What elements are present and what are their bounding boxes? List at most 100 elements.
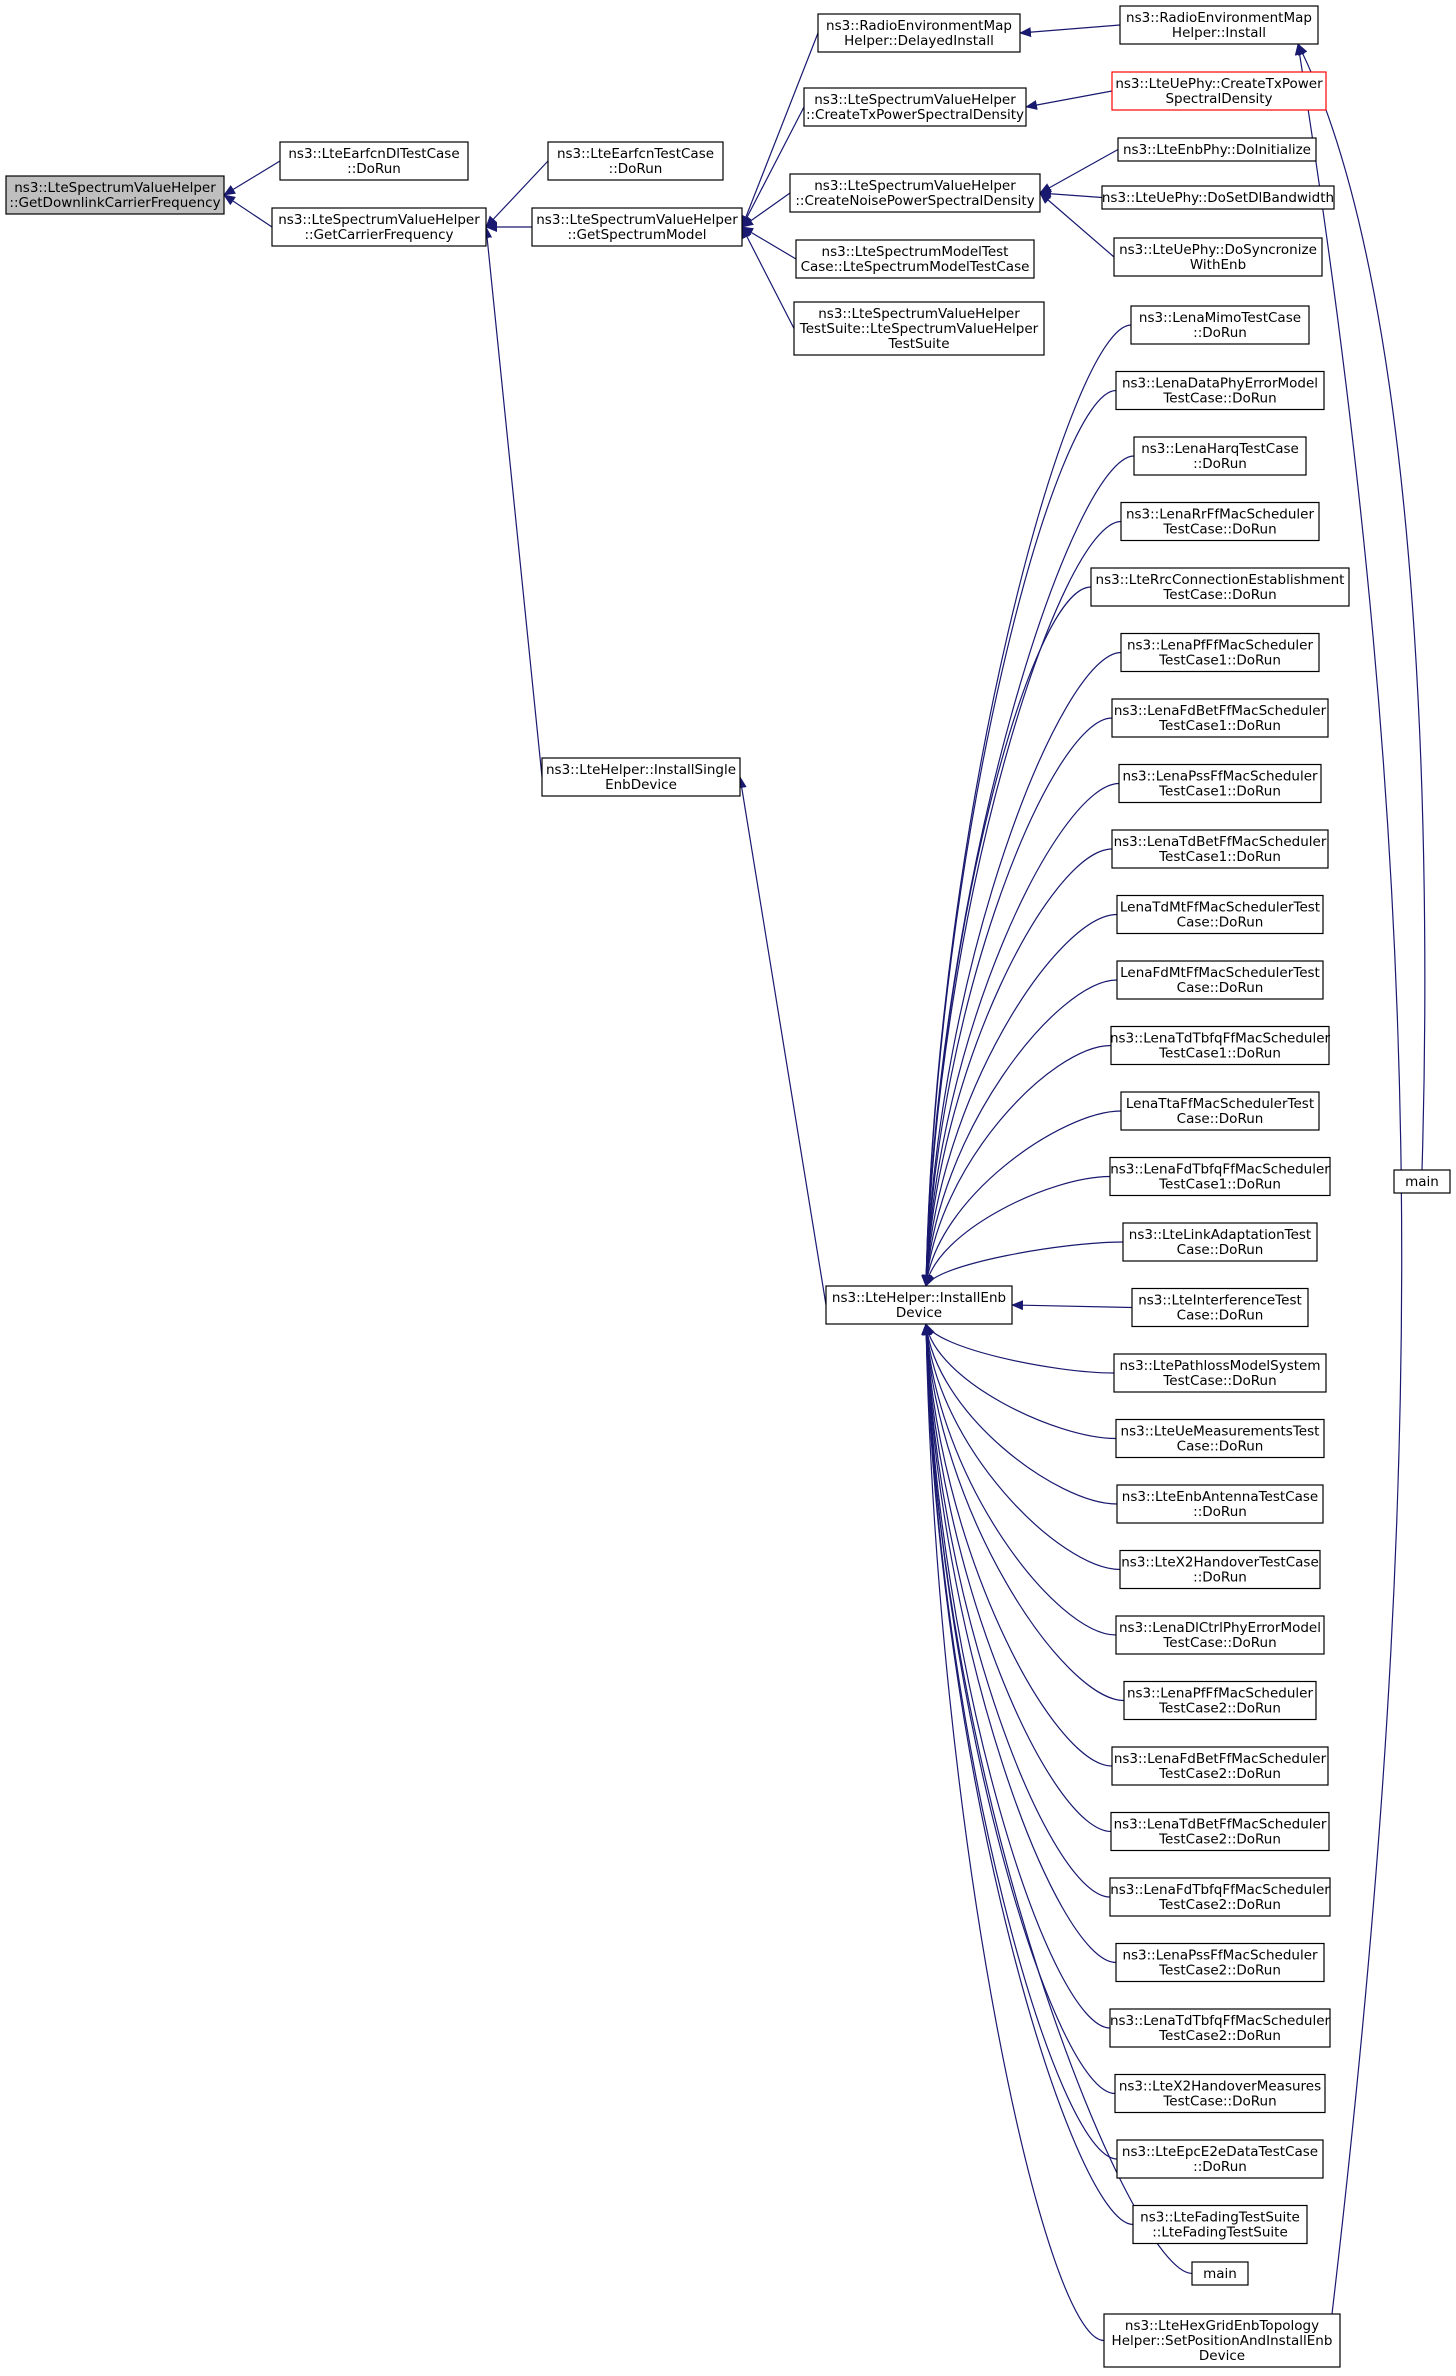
node-box[interactable]: [1115, 1942, 1325, 1983]
graph-node-c6[interactable]: ns3::LenaFdBetFfMacSchedulerTestCase1::D…: [1111, 698, 1329, 738]
node-box[interactable]: [817, 13, 1021, 53]
graph-node-earfcndl[interactable]: ns3::LteEarfcnDlTestCase::DoRun: [279, 141, 469, 181]
graph-node-c24[interactable]: ns3::LenaFdTbfqFfMacSchedulerTestCase2::…: [1109, 1877, 1331, 1917]
node-box[interactable]: [1132, 2204, 1308, 2245]
graph-node-delayed[interactable]: ns3::RadioEnvironmentMapHelper::DelayedI…: [817, 13, 1021, 53]
node-box[interactable]: [1118, 763, 1322, 804]
graph-node-c19[interactable]: ns3::LteX2HandoverTestCase::DoRun: [1119, 1549, 1321, 1590]
node-box[interactable]: [531, 207, 743, 247]
graph-node-uecreatetx[interactable]: ns3::LteUePhy::CreateTxPowerSpectralDens…: [1111, 71, 1327, 111]
node-box[interactable]: [1115, 1615, 1325, 1655]
node-box[interactable]: [1116, 2139, 1324, 2179]
node-box[interactable]: [1109, 1877, 1331, 1917]
node-box[interactable]: [1111, 1746, 1329, 1786]
node-box[interactable]: [1123, 1680, 1317, 1721]
graph-node-c26[interactable]: ns3::LenaTdTbfqFfMacSchedulerTestCase2::…: [1109, 2008, 1331, 2048]
node-box[interactable]: [1113, 237, 1323, 277]
node-box[interactable]: [1117, 137, 1317, 162]
node-box[interactable]: [1101, 185, 1335, 210]
graph-node-c23[interactable]: ns3::LenaTdBetFfMacSchedulerTestCase2::D…: [1110, 1811, 1330, 1852]
node-box[interactable]: [547, 141, 724, 181]
graph-node-root[interactable]: ns3::LteSpectrumValueHelper::GetDownlink…: [5, 175, 225, 215]
graph-node-c4[interactable]: ns3::LteRrcConnectionEstablishmentTestCa…: [1090, 567, 1350, 607]
node-box[interactable]: [1109, 2008, 1331, 2048]
graph-node-svhts[interactable]: ns3::LteSpectrumValueHelperTestSuite::Lt…: [793, 301, 1045, 356]
node-box[interactable]: [1191, 2261, 1249, 2286]
graph-node-c8[interactable]: ns3::LenaTdBetFfMacSchedulerTestCase1::D…: [1111, 829, 1329, 869]
graph-node-hexgrid[interactable]: ns3::LteHexGridEnbTopologyHelper::SetPos…: [1103, 2313, 1341, 2368]
node-box[interactable]: [1131, 1287, 1309, 1328]
node-box[interactable]: [1120, 1091, 1320, 1131]
graph-node-c30[interactable]: main: [1191, 2261, 1249, 2286]
graph-node-c13[interactable]: ns3::LenaFdTbfqFfMacSchedulerTestCase1::…: [1109, 1156, 1331, 1197]
node-box[interactable]: [1116, 1484, 1324, 1524]
graph-node-smtc[interactable]: ns3::LteSpectrumModelTestCase::LteSpectr…: [795, 239, 1035, 279]
node-box[interactable]: [1122, 1222, 1318, 1262]
node-box[interactable]: [1110, 1025, 1330, 1066]
node-box[interactable]: [1120, 632, 1320, 673]
node-box[interactable]: [1113, 1353, 1327, 1393]
graph-node-c22[interactable]: ns3::LenaFdBetFfMacSchedulerTestCase2::D…: [1111, 1746, 1329, 1786]
graph-node-enbinit[interactable]: ns3::LteEnbPhy::DoInitialize: [1117, 137, 1317, 162]
node-box[interactable]: [1116, 960, 1324, 1000]
graph-node-createnoise[interactable]: ns3::LteSpectrumValueHelper::CreateNoise…: [789, 173, 1041, 213]
graph-node-earfcn[interactable]: ns3::LteEarfcnTestCase::DoRun: [547, 141, 724, 181]
node-box[interactable]: [1110, 1811, 1330, 1852]
node-box[interactable]: [803, 87, 1027, 127]
node-box[interactable]: [1133, 436, 1307, 476]
node-box[interactable]: [279, 141, 469, 181]
node-box[interactable]: [1109, 1156, 1331, 1197]
graph-node-c1[interactable]: ns3::LenaDataPhyErrorModelTestCase::DoRu…: [1115, 370, 1325, 411]
graph-node-c28[interactable]: ns3::LteEpcE2eDataTestCase::DoRun: [1116, 2139, 1324, 2179]
node-box[interactable]: [793, 301, 1045, 356]
graph-node-c21[interactable]: ns3::LenaPfFfMacSchedulerTestCase2::DoRu…: [1123, 1680, 1317, 1721]
node-box[interactable]: [825, 1285, 1013, 1325]
graph-node-main1[interactable]: main: [1393, 1169, 1451, 1194]
node-box[interactable]: [5, 175, 225, 215]
node-box[interactable]: [1111, 71, 1327, 111]
graph-node-c5[interactable]: ns3::LenaPfFfMacSchedulerTestCase1::DoRu…: [1120, 632, 1320, 673]
node-box[interactable]: [795, 239, 1035, 279]
node-box[interactable]: [271, 207, 487, 247]
graph-node-c2[interactable]: ns3::LenaHarqTestCase::DoRun: [1133, 436, 1307, 476]
node-box[interactable]: [1120, 501, 1320, 542]
graph-node-c18[interactable]: ns3::LteEnbAntennaTestCase::DoRun: [1116, 1484, 1324, 1524]
graph-node-c25[interactable]: ns3::LenaPssFfMacSchedulerTestCase2::DoR…: [1115, 1942, 1325, 1983]
node-box[interactable]: [1119, 5, 1319, 45]
graph-node-createtx[interactable]: ns3::LteSpectrumValueHelper::CreateTxPow…: [803, 87, 1027, 127]
graph-node-c20[interactable]: ns3::LenaDlCtrlPhyErrorModelTestCase::Do…: [1115, 1615, 1325, 1655]
graph-node-c11[interactable]: ns3::LenaTdTbfqFfMacSchedulerTestCase1::…: [1110, 1025, 1331, 1066]
node-box[interactable]: [1103, 2313, 1341, 2368]
node-box[interactable]: [1111, 829, 1329, 869]
graph-node-c27[interactable]: ns3::LteX2HandoverMeasuresTestCase::DoRu…: [1114, 2073, 1326, 2114]
node-box[interactable]: [1119, 1549, 1321, 1590]
node-box[interactable]: [789, 173, 1041, 213]
node-box[interactable]: [1130, 305, 1310, 345]
graph-node-dlbw[interactable]: ns3::LteUePhy::DoSetDlBandwidth: [1101, 185, 1335, 210]
graph-node-c16[interactable]: ns3::LtePathlossModelSystemTestCase::DoR…: [1113, 1353, 1327, 1393]
graph-node-getspectrum[interactable]: ns3::LteSpectrumValueHelper::GetSpectrum…: [531, 207, 743, 247]
node-box[interactable]: [1111, 698, 1329, 738]
node-box[interactable]: [1115, 1418, 1325, 1459]
graph-node-c0[interactable]: ns3::LenaMimoTestCase::DoRun: [1130, 305, 1310, 345]
node-box[interactable]: [541, 757, 741, 797]
node-box[interactable]: [1116, 894, 1324, 935]
node-box[interactable]: [1393, 1169, 1451, 1194]
graph-node-getcarrier[interactable]: ns3::LteSpectrumValueHelper::GetCarrierF…: [271, 207, 487, 247]
node-box[interactable]: [1114, 2073, 1326, 2114]
graph-node-c7[interactable]: ns3::LenaPssFfMacSchedulerTestCase1::DoR…: [1118, 763, 1322, 804]
node-box[interactable]: [1115, 370, 1325, 411]
graph-node-c29[interactable]: ns3::LteFadingTestSuite::LteFadingTestSu…: [1132, 2204, 1308, 2245]
node-box[interactable]: [1090, 567, 1350, 607]
